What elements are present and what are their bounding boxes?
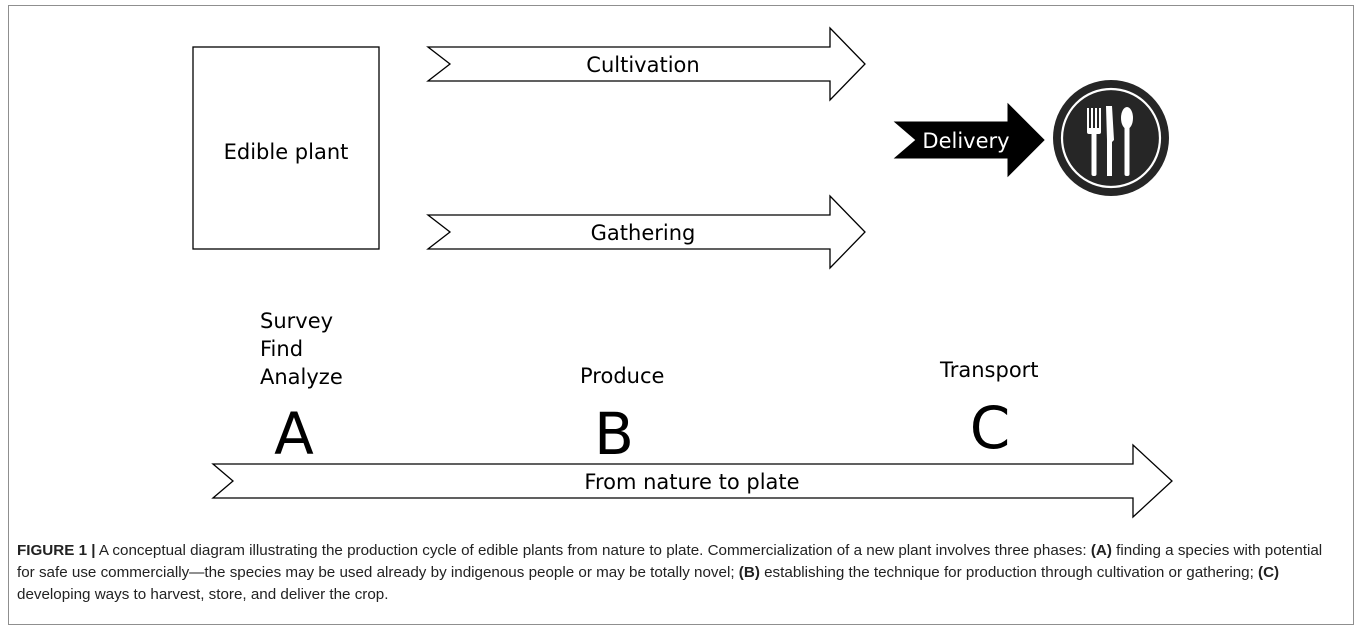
figure-label: FIGURE 1 | xyxy=(17,542,96,559)
production-cycle-diagram: Edible plant Cultivation Gathering Deliv… xyxy=(192,26,1173,519)
phase-c-line-1: Transport xyxy=(939,358,1039,382)
phase-b-letter: B xyxy=(594,400,634,468)
phase-b-line-1: Produce xyxy=(580,364,664,388)
caption-tag-a: (A) xyxy=(1090,542,1112,559)
figure-caption: FIGURE 1 | A conceptual diagram illustra… xyxy=(17,540,1342,606)
caption-intro: A conceptual diagram illustrating the pr… xyxy=(95,542,1091,559)
timeline-arrow xyxy=(211,443,1173,519)
caption-tag-c: (C) xyxy=(1258,564,1280,581)
gathering-arrow xyxy=(426,194,866,270)
cultivation-arrow xyxy=(426,26,866,102)
phase-a-line-1: Survey xyxy=(260,309,333,333)
phase-a-line-3: Analyze xyxy=(260,365,343,389)
phase-c-letter: C xyxy=(970,394,1011,462)
phase-a-line-2: Find xyxy=(260,337,303,361)
edible-plant-box xyxy=(192,46,380,250)
caption-text-b: establishing the technique for productio… xyxy=(759,564,1259,581)
cultivation-label: Cultivation xyxy=(586,53,699,77)
delivery-arrow xyxy=(893,102,1045,178)
caption-text-a: finding a species with potential for saf… xyxy=(17,542,1323,581)
caption-tag-b: (B) xyxy=(738,564,760,581)
caption-text-c: developing ways to harvest, store, and d… xyxy=(17,586,389,603)
delivery-label: Delivery xyxy=(922,129,1009,153)
edible-plant-label: Edible plant xyxy=(224,140,349,164)
plate-fork-knife-spoon-icon xyxy=(1053,80,1169,196)
phase-a-letter: A xyxy=(274,400,314,468)
gathering-label: Gathering xyxy=(591,221,696,245)
timeline-label: From nature to plate xyxy=(584,470,799,494)
